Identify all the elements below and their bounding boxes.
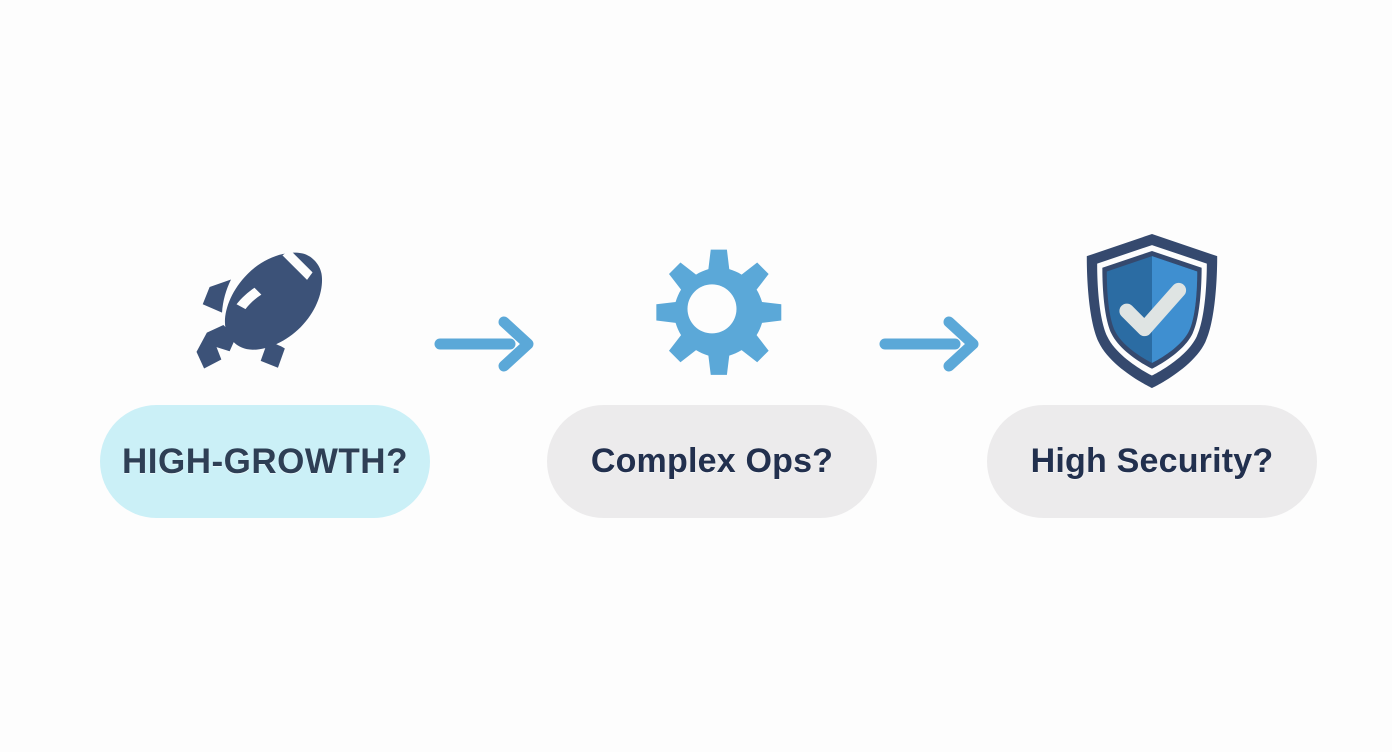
connector-arrow-2 — [877, 312, 987, 376]
pill-label-complex-ops: Complex Ops? — [590, 442, 834, 481]
gear-icon — [656, 249, 782, 375]
pill-complex-ops[interactable]: Complex Ops? — [547, 405, 877, 518]
arrow-right-icon — [434, 316, 534, 372]
flow-step-high-security[interactable]: High Security? — [987, 228, 1317, 528]
shield-check-icon — [1086, 233, 1218, 388]
pill-label-high-growth: HIGH-GROWTH? — [122, 441, 408, 481]
gear-icon-slot — [642, 228, 782, 393]
flow-step-high-growth[interactable]: HIGH-GROWTH? — [100, 228, 430, 528]
rocket-icon — [196, 249, 323, 368]
pill-high-growth[interactable]: HIGH-GROWTH? — [100, 405, 430, 518]
pill-high-security[interactable]: High Security? — [987, 405, 1317, 518]
flow-step-complex-ops[interactable]: Complex Ops? — [547, 228, 877, 528]
shield-icon-slot — [1077, 228, 1227, 393]
pill-label-high-security: High Security? — [1030, 442, 1274, 481]
connector-arrow-1 — [432, 312, 542, 376]
rocket-icon-slot — [190, 228, 340, 393]
arrow-right-icon — [879, 316, 979, 372]
